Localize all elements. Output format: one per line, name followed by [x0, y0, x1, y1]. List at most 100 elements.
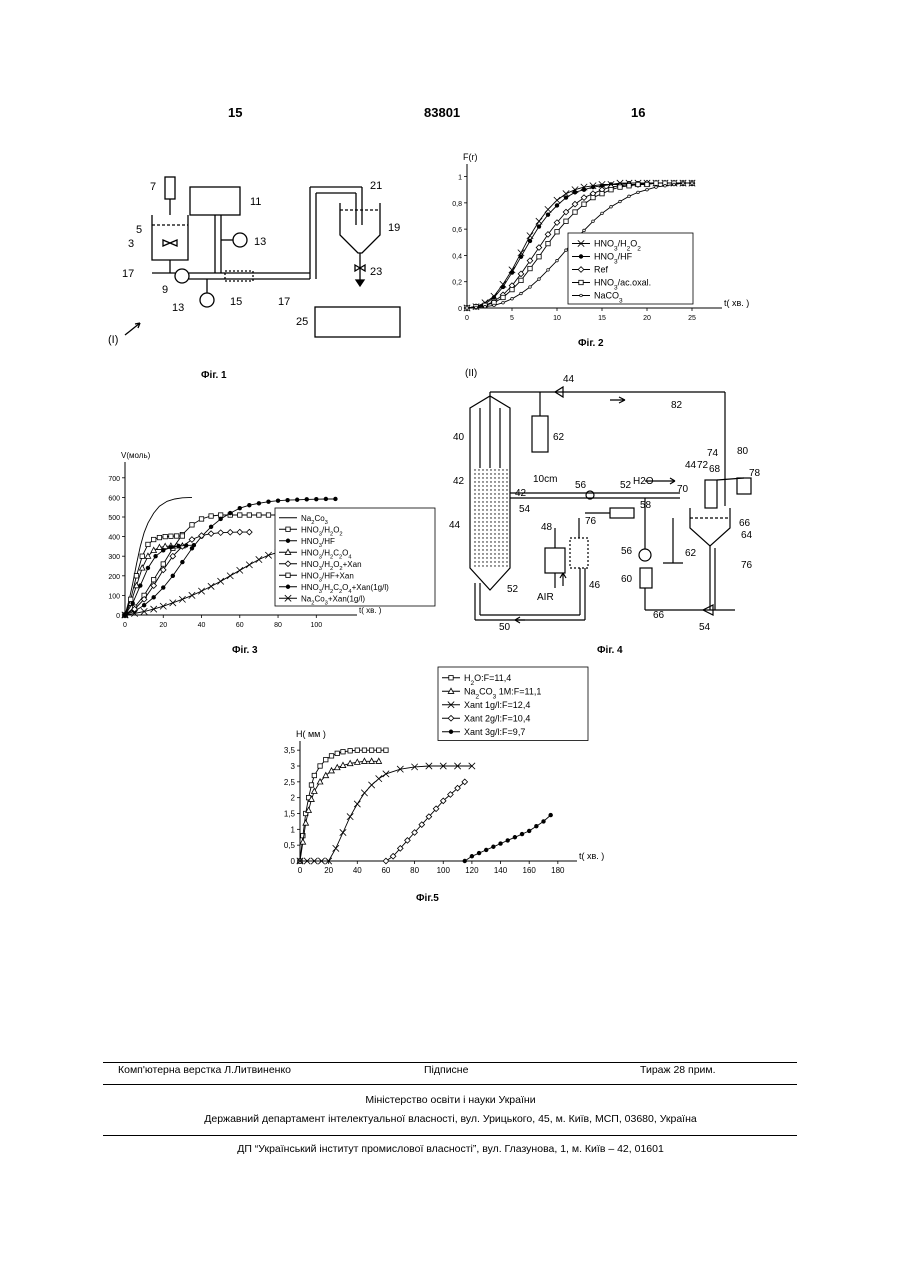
data-point	[169, 534, 173, 538]
fig1-label: 9	[162, 284, 168, 296]
data-point	[556, 259, 559, 262]
data-point	[237, 567, 243, 573]
data-point	[493, 304, 496, 307]
data-point	[318, 764, 322, 768]
legend-entry: Ref	[594, 265, 609, 275]
fig4-caption: Фіг. 4	[597, 645, 623, 656]
data-point	[682, 182, 685, 185]
data-point	[368, 782, 374, 788]
y-tick-label: 3,5	[284, 746, 296, 755]
fig4-label: 52	[507, 584, 519, 595]
fig4-label: 58	[640, 500, 652, 511]
fig1-pump-9	[175, 269, 189, 283]
data-point	[209, 514, 213, 518]
data-point	[329, 754, 333, 758]
data-point	[383, 771, 389, 777]
data-point	[160, 603, 166, 609]
fig1-label: 19	[388, 222, 400, 234]
fig4-label: 76	[585, 516, 597, 527]
fig4-label: 44	[449, 520, 461, 531]
data-point	[151, 547, 157, 552]
fig1-label: 15	[230, 296, 242, 308]
data-point	[491, 845, 495, 849]
fig4-label: 44	[685, 460, 697, 471]
data-point	[498, 841, 502, 845]
y-tick-label: 0	[458, 306, 462, 313]
data-point	[506, 838, 510, 842]
footer-institute: ДП “Український інститут промислової вла…	[0, 1143, 901, 1155]
data-point	[161, 585, 165, 589]
data-point	[520, 832, 524, 836]
x-tick-label: 20	[159, 622, 167, 629]
fig4-label: 50	[499, 622, 511, 633]
patent-number: 83801	[424, 105, 460, 120]
data-point	[347, 813, 353, 819]
data-point	[384, 748, 388, 752]
data-point	[247, 513, 251, 517]
y-axis-label: F(r)	[463, 152, 478, 162]
data-point	[295, 498, 299, 502]
data-point	[333, 497, 337, 501]
fig4-label: AIR	[537, 592, 554, 603]
fig1-label: 17	[278, 296, 290, 308]
y-tick-label: 2,5	[284, 778, 296, 787]
y-tick-label: 700	[108, 476, 120, 483]
footer-circulation: Тираж 28 прим.	[640, 1064, 716, 1076]
fig4-box-48	[545, 548, 565, 573]
fig4-box-46	[570, 538, 588, 568]
fig4-label: 44	[563, 374, 575, 385]
y-tick-label: 3	[291, 762, 296, 771]
data-point	[519, 255, 523, 259]
data-point	[129, 597, 133, 601]
data-point	[377, 748, 381, 752]
legend-marker	[449, 676, 453, 680]
legend-marker	[286, 573, 290, 577]
y-tick-label: 1	[458, 175, 462, 182]
y-tick-label: 500	[108, 515, 120, 522]
data-point	[610, 206, 613, 209]
data-point	[655, 186, 658, 189]
y-tick-label: 200	[108, 574, 120, 581]
data-point	[247, 529, 253, 535]
data-point	[583, 229, 586, 232]
fig1-label: 7	[150, 181, 156, 193]
data-point	[527, 829, 531, 833]
data-point	[198, 588, 204, 594]
x-tick-label: 160	[523, 866, 537, 875]
data-point	[256, 556, 262, 562]
data-point	[536, 245, 542, 251]
data-point	[180, 534, 184, 538]
data-point	[192, 543, 196, 547]
fig1-label: 13	[172, 302, 184, 314]
data-point	[305, 497, 309, 501]
series-line	[125, 552, 278, 615]
data-point	[376, 758, 382, 763]
data-point	[362, 748, 366, 752]
data-point	[217, 578, 223, 584]
data-point	[601, 212, 604, 215]
data-point	[247, 503, 251, 507]
x-axis-label: t( хв. )	[579, 851, 604, 861]
x-tick-label: 60	[381, 866, 390, 875]
data-point	[463, 859, 467, 863]
data-point	[218, 530, 224, 536]
data-point	[151, 537, 155, 541]
data-point	[510, 270, 514, 274]
fig4-label: 76	[741, 560, 753, 571]
legend-marker	[580, 294, 583, 297]
fig4-label: 54	[699, 622, 711, 633]
data-point	[227, 529, 233, 535]
fig4-label: 66	[653, 610, 665, 621]
y-axis-label: H( мм )	[296, 729, 326, 739]
x-tick-label: 15	[598, 315, 606, 322]
data-point	[161, 562, 165, 566]
x-tick-label: 0	[298, 866, 303, 875]
fig5-caption: Фіг.5	[416, 893, 439, 904]
fig1-label: 11	[250, 196, 261, 208]
data-point	[591, 195, 595, 199]
y-tick-label: 0,4	[452, 253, 462, 260]
fig4-tank-64	[690, 508, 730, 546]
y-tick-label: 0,2	[452, 280, 462, 287]
data-point	[528, 239, 532, 243]
data-point	[546, 241, 550, 245]
